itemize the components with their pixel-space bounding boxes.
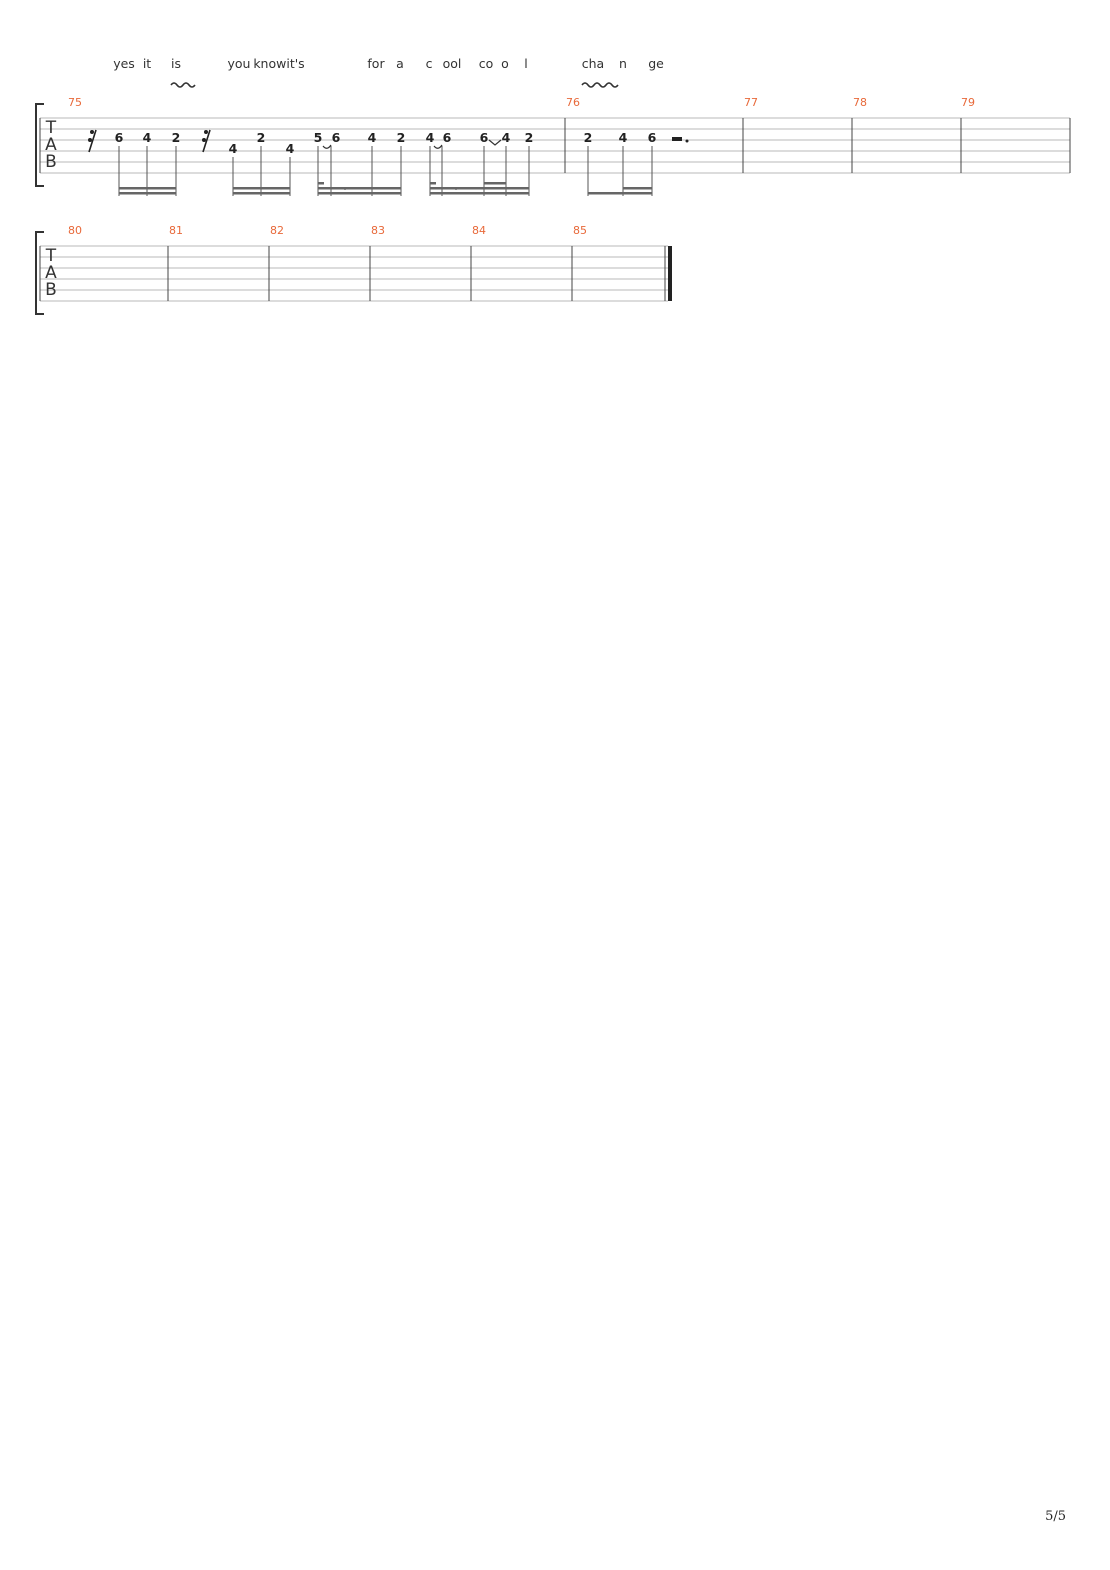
measure-number: 75 (68, 96, 82, 109)
sixteenth-rest-icon (88, 129, 97, 153)
measure-number: 82 (270, 224, 284, 237)
lyrics-row: yes it is you knowit's for a c ool co o … (113, 56, 664, 71)
lyric: o (501, 56, 509, 71)
lyric: yes (113, 56, 135, 71)
measure-number: 81 (169, 224, 183, 237)
vibrato-icon (581, 82, 619, 88)
fret-number: 6 (443, 130, 452, 145)
fret-number: 6 (480, 130, 489, 145)
lyric: c (426, 56, 433, 71)
lyric: ool (443, 56, 462, 71)
fret-number: 4 (368, 130, 377, 145)
measure-number: 77 (744, 96, 758, 109)
fret-numbers: 6 4 2 4 2 4 5 6 4 2 4 6 6 4 2 2 4 6 (115, 130, 657, 156)
fret-number: 6 (648, 130, 657, 145)
final-barline (668, 246, 672, 301)
tab-clef-letter: B (45, 152, 57, 172)
fret-number: 4 (229, 141, 238, 156)
dotted-half-rest-icon (672, 137, 689, 143)
slur-mark (322, 144, 332, 149)
slur-mark (433, 144, 443, 149)
vibrato-icon (170, 82, 196, 88)
fret-number: 4 (502, 130, 511, 145)
fret-number: 6 (115, 130, 124, 145)
measure-number: 85 (573, 224, 587, 237)
measure-number: 79 (961, 96, 975, 109)
page-number: 5/5 (1045, 1509, 1066, 1524)
lyric: n (619, 56, 627, 71)
measure-number: 78 (853, 96, 867, 109)
fret-number: 5 (314, 130, 323, 145)
tab-clef-letter: A (45, 135, 57, 155)
tab-clef-letter: T (45, 246, 57, 266)
fret-number: 2 (172, 130, 181, 145)
tab-clef-letter: B (45, 280, 57, 300)
fret-number: 4 (619, 130, 628, 145)
fret-number: 6 (332, 130, 341, 145)
sixteenth-rest-icon (202, 129, 211, 153)
fret-number: 2 (397, 130, 406, 145)
system-1: yes it is you knowit's for a c ool co o … (35, 56, 1071, 196)
staff-lines (40, 117, 1070, 174)
fret-number: 4 (286, 141, 295, 156)
fret-number: 4 (426, 130, 435, 145)
measure-number: 83 (371, 224, 385, 237)
lyric: for (367, 56, 385, 71)
system-bracket (35, 231, 44, 315)
lyric: ge (648, 56, 664, 71)
fret-number: 2 (257, 130, 266, 145)
measure-number: 76 (566, 96, 580, 109)
measure-number: 84 (472, 224, 486, 237)
lyric: knowit's (253, 56, 304, 71)
system-2: 80 81 82 83 84 85 T A B (35, 224, 672, 315)
fret-number: 4 (143, 130, 152, 145)
lyric: is (171, 56, 181, 71)
barlines (39, 118, 1071, 173)
lyric: it (143, 56, 151, 71)
tab-clef-letter: T (45, 118, 57, 138)
lyric: l (524, 56, 527, 71)
system-bracket (35, 103, 44, 187)
lyric: cha (582, 56, 604, 71)
barlines (39, 246, 666, 301)
lyric: co (479, 56, 494, 71)
tab-clef-letter: A (45, 263, 57, 283)
fret-number: 2 (525, 130, 534, 145)
slide-mark (488, 139, 502, 146)
measure-number: 80 (68, 224, 82, 237)
fret-number: 2 (584, 130, 593, 145)
lyric: a (396, 56, 404, 71)
staff-lines (40, 245, 668, 302)
lyric: you (228, 56, 251, 71)
note-beams (119, 182, 652, 195)
